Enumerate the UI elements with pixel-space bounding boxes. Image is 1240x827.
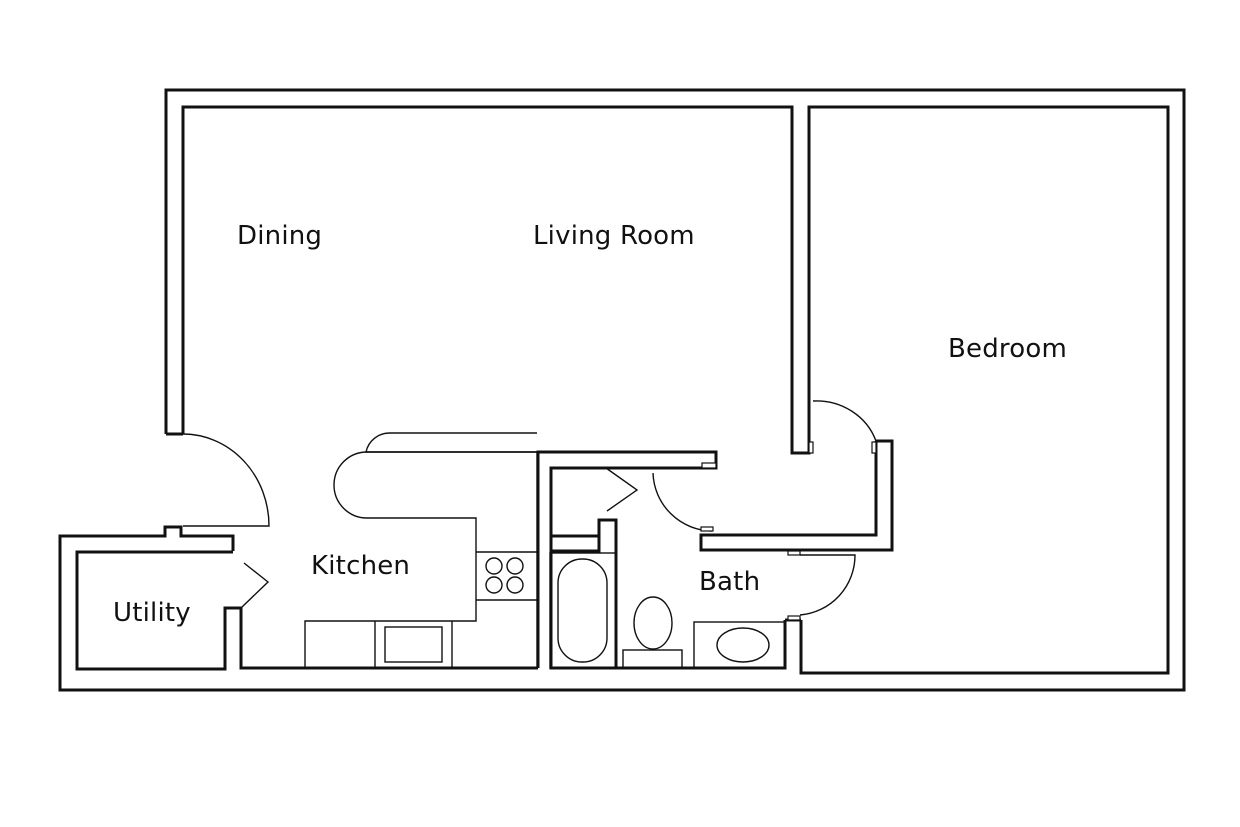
hall-door-jamb-top [700,526,714,532]
bath-east-wall [549,518,801,670]
exterior-wall-outer [58,88,1186,692]
toilet-bowl-icon [633,596,673,650]
bedroom-door-jamb-left [808,441,814,454]
room-label-dining: Dining [237,221,322,251]
room-label-bath: Bath [699,567,760,597]
bedroom-wall-inner [799,105,1170,675]
bedroom-bath-wall [699,439,894,552]
room-label-kitchen: Kitchen [311,551,410,581]
vanity-sink-icon [716,627,770,663]
closet-door [605,467,639,512]
bedroom-door [812,400,877,442]
room-label-living-room: Living Room [533,221,695,251]
hall-door [652,472,713,532]
kitchen-wall [75,550,538,671]
toilet-tank-icon [622,649,683,669]
bath-utility-closet [536,450,718,668]
stove-burners-icon [485,557,524,594]
room-label-bedroom: Bedroom [948,334,1067,364]
living-dining-wall-inner [181,105,811,455]
bathtub-basin-icon [557,558,608,663]
kitchen-counter [304,451,537,668]
hall-door-jamb-bottom [701,462,717,469]
main-entry-door [182,433,270,527]
bath-door-jamb-top [787,550,801,556]
bedroom-door-jamb-right [871,441,877,454]
bath-door-jamb-bottom [787,615,801,621]
vanity-icon [693,621,786,669]
utility-door-swing [241,562,270,608]
closet-box [551,518,618,551]
bathtub-icon [549,552,617,669]
room-label-utility: Utility [113,598,191,628]
bath-door [799,554,856,616]
kitchen-sink-icon [384,626,443,663]
